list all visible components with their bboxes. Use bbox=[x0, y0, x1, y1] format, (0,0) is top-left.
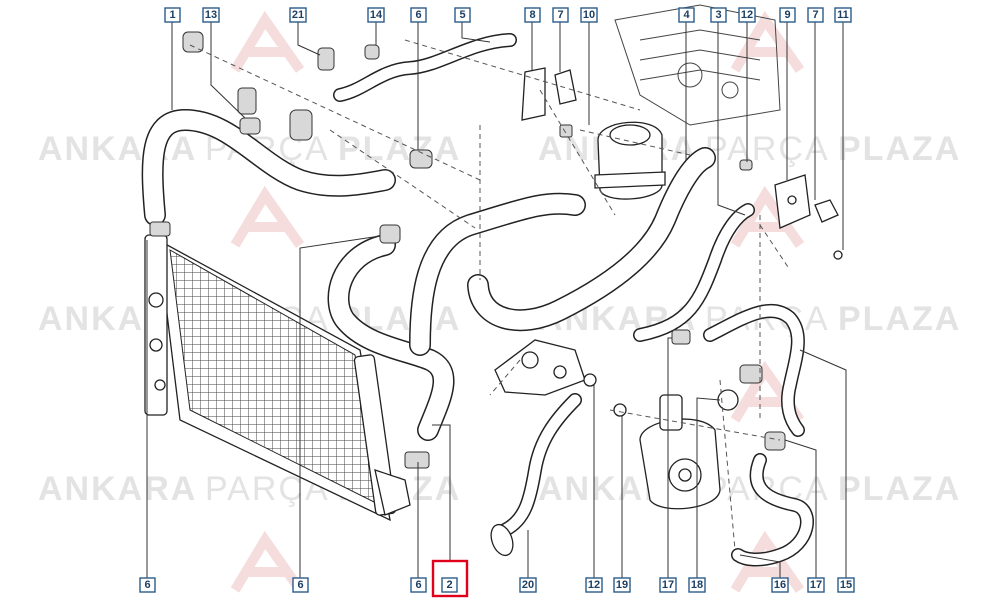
watermark-word: PLAZA bbox=[338, 130, 461, 168]
callout-part-11[interactable]: 11 bbox=[834, 7, 852, 23]
watermark-word: PARÇA bbox=[705, 130, 830, 168]
callout-part-5[interactable]: 5 bbox=[454, 7, 471, 23]
callout-part-10[interactable]: 10 bbox=[580, 7, 598, 23]
callout-part-9[interactable]: 9 bbox=[779, 7, 796, 23]
callout-label: 17 bbox=[662, 579, 674, 591]
selected-part-highlight bbox=[431, 559, 469, 598]
callout-part-12-bottom[interactable]: 12 bbox=[585, 577, 603, 593]
callout-label: 1 bbox=[169, 9, 175, 21]
radiator bbox=[144, 234, 411, 522]
callout-part-6-right[interactable]: 6 bbox=[410, 577, 427, 593]
hose-15 bbox=[703, 303, 805, 437]
callout-part-1[interactable]: 1 bbox=[164, 7, 181, 23]
callout-part-15[interactable]: 15 bbox=[837, 577, 855, 593]
engine-block bbox=[614, 4, 781, 126]
callout-label: 18 bbox=[691, 579, 703, 591]
callout-label: 6 bbox=[415, 9, 421, 21]
callout-part-20[interactable]: 20 bbox=[519, 577, 537, 593]
callout-part-6-left[interactable]: 6 bbox=[139, 577, 156, 593]
callout-label: 21 bbox=[292, 9, 304, 21]
callout-label: 6 bbox=[144, 579, 150, 591]
assembly-lines bbox=[189, 39, 791, 551]
watermark-word: ANKARA bbox=[38, 130, 197, 168]
callout-part-12[interactable]: 12 bbox=[738, 7, 756, 23]
callout-part-4[interactable]: 4 bbox=[678, 7, 695, 23]
watermark-word: ANKARA bbox=[38, 470, 197, 508]
bracket-9 bbox=[774, 174, 811, 229]
callout-part-18[interactable]: 18 bbox=[688, 577, 706, 593]
hose-lower-2 bbox=[327, 234, 455, 441]
callout-part-21[interactable]: 21 bbox=[289, 7, 307, 23]
hose-3 bbox=[633, 203, 755, 342]
callout-part-6[interactable]: 6 bbox=[410, 7, 427, 23]
callout-label: 12 bbox=[741, 9, 753, 21]
watermark-word: PLAZA bbox=[838, 470, 961, 508]
callout-label: 6 bbox=[297, 579, 303, 591]
callout-part-7b[interactable]: 7 bbox=[807, 7, 824, 23]
callout-label: 10 bbox=[583, 9, 595, 21]
hose-4 bbox=[467, 147, 716, 332]
callout-label: 17 bbox=[810, 579, 822, 591]
hose-20 bbox=[490, 393, 582, 557]
hose-upper-1 bbox=[141, 109, 396, 226]
clips bbox=[149, 31, 843, 469]
callout-part-14[interactable]: 14 bbox=[367, 7, 385, 23]
callout-part-8[interactable]: 8 bbox=[524, 7, 541, 23]
callout-label: 11 bbox=[837, 9, 849, 21]
hose-16 bbox=[731, 453, 814, 567]
callout-label: 4 bbox=[683, 9, 690, 21]
callout-part-17b[interactable]: 17 bbox=[807, 577, 825, 593]
callout-part-13[interactable]: 13 bbox=[202, 7, 220, 23]
callout-label: 2 bbox=[446, 579, 452, 591]
callout-part-7[interactable]: 7 bbox=[552, 7, 569, 23]
hose-expansion bbox=[409, 192, 586, 356]
callout-part-3[interactable]: 3 bbox=[710, 7, 727, 23]
water-pump bbox=[639, 394, 721, 510]
callout-label: 6 bbox=[415, 579, 421, 591]
callout-label: 15 bbox=[840, 579, 852, 591]
callouts-top: 1 13 21 14 6 5 8 7 10 4 3 12 9 7 11 bbox=[164, 7, 852, 23]
callout-label: 5 bbox=[459, 9, 465, 21]
callout-label: 7 bbox=[812, 9, 818, 21]
leader-lines bbox=[146, 22, 847, 578]
thermostat-housing bbox=[494, 339, 586, 396]
callout-part-16[interactable]: 16 bbox=[771, 577, 789, 593]
callout-part-19[interactable]: 19 bbox=[613, 577, 631, 593]
hose-5 bbox=[333, 33, 517, 102]
callout-label: 19 bbox=[616, 579, 628, 591]
callout-label: 20 bbox=[522, 579, 534, 591]
expansion-tank bbox=[594, 121, 666, 200]
callout-part-17[interactable]: 17 bbox=[659, 577, 677, 593]
callout-label: 7 bbox=[557, 9, 563, 21]
watermark-row-1: ANKARA PARÇA PLAZA ANKARA PARÇA PLAZA bbox=[38, 130, 961, 168]
callout-label: 9 bbox=[784, 9, 790, 21]
callout-label: 13 bbox=[205, 9, 217, 21]
callout-label: 16 bbox=[774, 579, 786, 591]
callout-label: 14 bbox=[370, 9, 383, 21]
callout-part-6-mid[interactable]: 6 bbox=[292, 577, 309, 593]
watermark-word: PLAZA bbox=[838, 130, 961, 168]
watermark-row-3: ANKARA PARÇA PLAZA ANKARA PARÇA PLAZA bbox=[38, 470, 961, 508]
callout-part-2[interactable]: 2 bbox=[441, 577, 458, 593]
callouts-bottom: 6 6 6 2 20 12 19 17 18 16 17 15 bbox=[139, 559, 855, 598]
callout-label: 3 bbox=[715, 9, 721, 21]
callout-label: 8 bbox=[529, 9, 535, 21]
callout-label: 12 bbox=[588, 579, 600, 591]
watermark-word: PLAZA bbox=[838, 300, 961, 338]
